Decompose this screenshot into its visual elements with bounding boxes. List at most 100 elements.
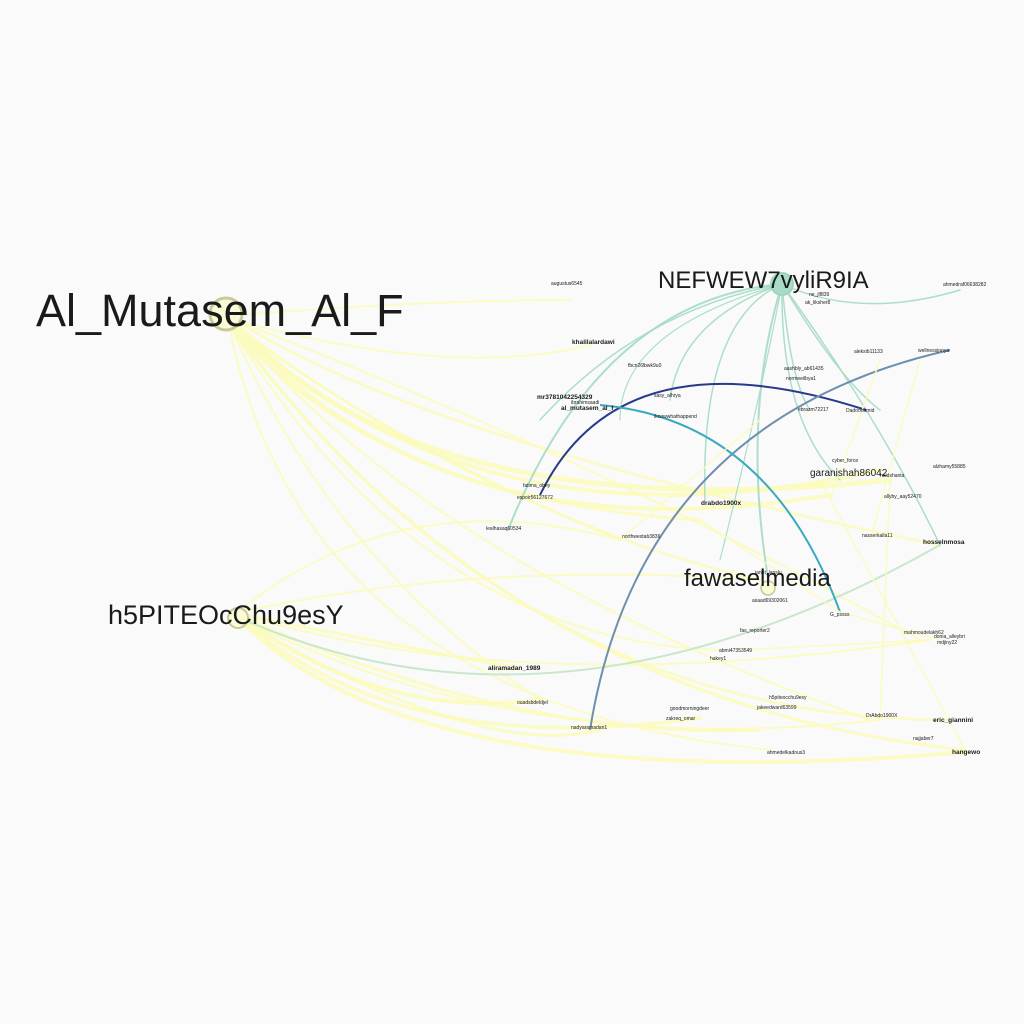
- node-label: mahmoudelakh62: [904, 630, 944, 636]
- graph-edge: [227, 317, 921, 641]
- graph-edge: [756, 283, 783, 591]
- node-label: fatima_obey: [523, 483, 551, 489]
- graph-edge: [739, 639, 931, 651]
- graph-edge: [227, 317, 591, 359]
- node-label: hosselnmosa: [923, 539, 965, 546]
- graph-edge: [619, 283, 783, 421]
- graph-edge: [619, 419, 761, 541]
- graph-edge: [839, 611, 941, 641]
- node-label: asaad69302061: [752, 598, 788, 604]
- graph-edge: [781, 283, 961, 305]
- node-label: najjaber7: [913, 736, 934, 742]
- graph-edge: [781, 283, 881, 411]
- node-label: ne_jlf839: [809, 292, 830, 298]
- node-label: ahmedraf06638282: [943, 282, 987, 288]
- node-label: aliramadan_1989: [488, 665, 541, 672]
- node-label: DrAbdo1900X: [866, 713, 898, 719]
- graph-edge: [589, 349, 951, 731]
- node-label: hakey1: [710, 656, 726, 662]
- node-label: normeeilbya1: [786, 376, 816, 382]
- graph-edge: [719, 283, 783, 561]
- graph-edge: [228, 322, 967, 752]
- node-label: mr3781042254329: [537, 394, 593, 401]
- graph-edge: [229, 319, 871, 721]
- node-label: haidshanta: [880, 473, 905, 479]
- node-label: espoir56127672: [517, 495, 553, 501]
- graph-edge: [239, 573, 761, 613]
- graph-edge: [238, 614, 762, 733]
- node-label: G_pssss: [830, 612, 850, 618]
- node-label: ak_liksher8: [805, 300, 831, 306]
- graph-edge: [238, 618, 967, 765]
- graph-edge: [539, 382, 867, 496]
- graph-edge: [230, 316, 942, 547]
- graph-edge: [239, 617, 881, 730]
- node-label: jakeedward63599: [756, 705, 797, 711]
- graph-edge: [227, 299, 571, 317]
- node-label: eric_giannini: [933, 717, 973, 724]
- node-label: abmi47353549: [719, 648, 752, 654]
- graph-edge: [238, 612, 522, 670]
- node-label: lealhasaq60534: [486, 526, 522, 532]
- graph-node[interactable]: [227, 607, 249, 629]
- node-label: wellnessjonya: [918, 348, 949, 354]
- node-label: nadyaramadan1: [571, 725, 607, 731]
- node-label: mdjiny22: [937, 640, 957, 646]
- node-label: al_mutasem_al_f: [561, 405, 614, 412]
- node-label: sasy_alhrya: [654, 393, 681, 399]
- graph-edge: [699, 519, 841, 613]
- node-label: aashbly_ab61435: [784, 366, 824, 372]
- graph-edge: [879, 479, 891, 721]
- graph-edge: [781, 283, 941, 546]
- node-label: Dadoohamid: [846, 408, 875, 414]
- graph-nodes: [208, 272, 794, 629]
- graph-edge: [239, 544, 941, 676]
- node-label: NEFWEW7vyliR9IA: [658, 267, 869, 294]
- node-label: zakreq_omar: [666, 716, 696, 722]
- graph-edge: [238, 618, 602, 737]
- node-label: fawaselmedia: [684, 565, 831, 592]
- graph-edge: [869, 359, 921, 541]
- graph-edge: [226, 320, 762, 582]
- node-label: allyby_aay52470: [884, 494, 922, 500]
- node-label: drabdo1900x: [701, 500, 741, 507]
- node-label: aleksib11133: [854, 349, 883, 355]
- graph-edge: [507, 283, 783, 531]
- node-label: nasserkaila11: [862, 533, 893, 539]
- graph-edges: [226, 283, 967, 765]
- node-label: northwestab3836: [622, 534, 661, 540]
- node-label: fas_reporter2: [740, 628, 770, 634]
- node-label: goodmorningdeer: [670, 706, 710, 712]
- graph-edge: [539, 283, 783, 421]
- node-label: ouadsbdeldjel: [517, 700, 548, 706]
- graph-node[interactable]: [760, 580, 776, 596]
- node-label: h5PITEOcChu9esY: [108, 600, 344, 630]
- graph-labels: Al_Mutasem_Al_F NEFWEW7vyliR9IA h5PITEOc…: [36, 267, 987, 756]
- node-label: augustus6545: [551, 281, 583, 287]
- node-label: iknowwhathappend: [654, 414, 697, 420]
- graph-edge: [227, 321, 721, 651]
- node-label: fbcn26lbwk9u0: [628, 363, 662, 369]
- node-label: hangewo: [952, 749, 980, 756]
- graph-edge: [703, 283, 783, 501]
- graph-edge: [227, 319, 771, 751]
- node-label: janet_lanslu: [754, 570, 782, 576]
- graph-node[interactable]: [770, 272, 794, 296]
- node-label: garanishah86042: [810, 468, 888, 479]
- graph-edge: [829, 359, 881, 501]
- node-label: cyber_force: [832, 458, 858, 464]
- node-label: khalilalardawi: [572, 339, 615, 346]
- node-label: ahmedelkadous3: [767, 750, 805, 756]
- node-label: donia_alleybri: [934, 634, 965, 640]
- node-label: Al_Mutasem_Al_F: [36, 285, 404, 336]
- node-label: alzhamy55885: [933, 464, 966, 470]
- graph-edge: [819, 479, 966, 751]
- graph-edge: [781, 283, 841, 481]
- node-label: ibrahimsaadi: [571, 400, 599, 406]
- graph-node[interactable]: [208, 296, 244, 332]
- node-label: ebrazm72217: [798, 407, 829, 413]
- graph-edge: [237, 520, 621, 613]
- graph-edge: [239, 613, 931, 666]
- graph-edge: [228, 324, 952, 722]
